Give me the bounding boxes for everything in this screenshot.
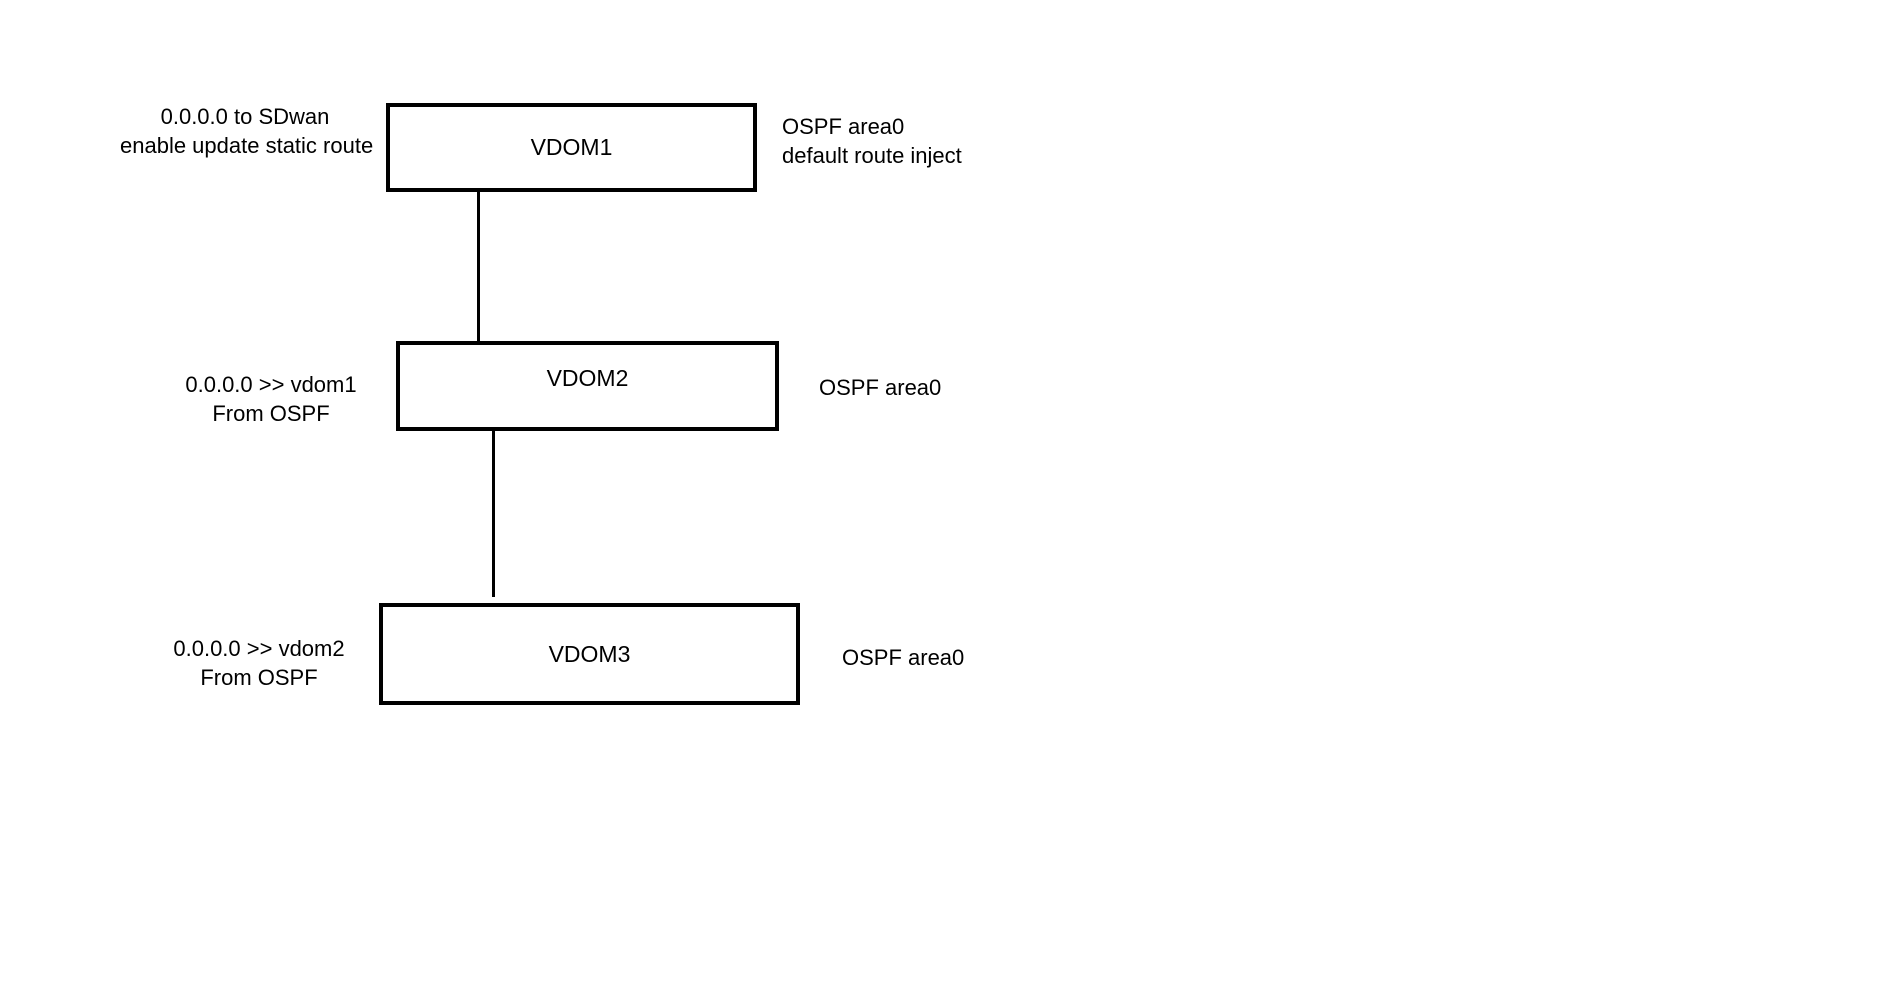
note-line: default route inject [782, 143, 962, 168]
note-vdom1-left: 0.0.0.0 to SDwan enable update static ro… [120, 102, 374, 160]
connector-vdom1-vdom2 [477, 190, 480, 344]
note-line: From OSPF [200, 665, 318, 690]
note-vdom2-left: 0.0.0.0 >> vdom1 From OSPF [180, 370, 362, 428]
note-vdom3-right: OSPF area0 [842, 643, 964, 672]
note-line: 0.0.0.0 to SDwan [160, 104, 330, 129]
node-vdom3-label: VDOM3 [548, 640, 631, 667]
note-line: 0.0.0.0 >> vdom2 [173, 636, 345, 661]
node-vdom2[interactable]: VDOM2 [396, 341, 779, 431]
node-vdom1-label: VDOM1 [530, 134, 613, 160]
node-vdom3[interactable]: VDOM3 [379, 603, 800, 705]
note-line: From OSPF [212, 401, 330, 426]
note-line: OSPF area0 [819, 375, 942, 400]
note-line: enable update static route [120, 133, 374, 158]
connector-vdom2-vdom3 [492, 429, 495, 597]
node-vdom1[interactable]: VDOM1 [386, 103, 757, 192]
note-vdom3-left: 0.0.0.0 >> vdom2 From OSPF [168, 634, 350, 692]
note-vdom1-right: OSPF area0 default route inject [782, 112, 962, 170]
note-line: OSPF area0 [842, 645, 965, 670]
note-line: 0.0.0.0 >> vdom1 [185, 372, 357, 397]
note-vdom2-right: OSPF area0 [819, 373, 941, 402]
node-vdom2-label: VDOM2 [546, 364, 629, 391]
note-line: OSPF area0 [782, 114, 905, 139]
